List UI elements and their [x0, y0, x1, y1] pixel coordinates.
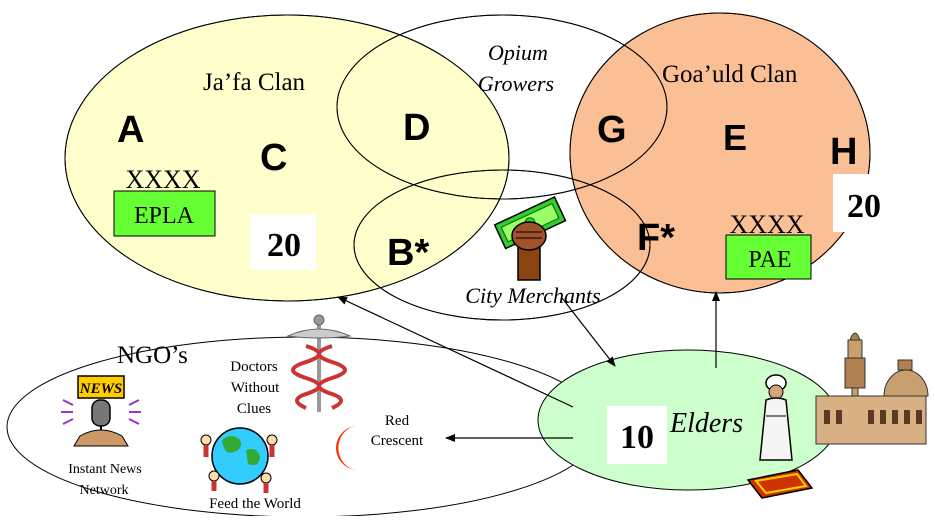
instant-news-label-line2: Network: [80, 483, 129, 498]
goauld-count: 20: [847, 188, 881, 225]
epla-label: EPLA: [134, 203, 195, 229]
member-a: A: [117, 109, 144, 151]
elders-count-box: [607, 406, 667, 464]
news-sign-text: NEWS: [79, 381, 123, 397]
member-d: D: [403, 107, 430, 149]
ngos-label: NGO’s: [117, 342, 188, 369]
feed-the-world-label: Feed the World: [209, 496, 301, 512]
jafa-clan-outline: [64, 14, 510, 302]
opium-growers-label-line1: Opium: [488, 40, 548, 65]
city-merchants-label: City Merchants: [465, 283, 600, 308]
elder-praying-icon: [746, 374, 814, 499]
goauld-clan-label: Goa’uld Clan: [662, 61, 798, 88]
member-c: C: [260, 137, 287, 179]
member-h: H: [830, 131, 857, 173]
opium-growers-outline: [336, 14, 668, 200]
red-crescent-label-line1: Red: [385, 413, 410, 429]
red-crescent-label-line2: Crescent: [371, 433, 424, 449]
member-e: E: [723, 117, 747, 158]
pae-label: PAE: [748, 247, 791, 273]
globe-people-icon: [200, 427, 278, 493]
elders-label: Elders: [669, 408, 743, 439]
epla-badge: [113, 190, 216, 237]
jafa-clan-label: Ja’fa Clan: [203, 69, 306, 96]
member-b: B*: [387, 232, 429, 274]
goauld-count-box: [833, 174, 893, 232]
caduceus-icon: [286, 314, 352, 412]
doctors-label-line1: Doctors: [230, 359, 278, 375]
mosque-icon: [815, 332, 929, 445]
goauld-clan-outline: [569, 12, 871, 294]
arrow-merchants-to-elders: [561, 297, 616, 367]
epla-marks: XXXX: [125, 165, 200, 194]
jafa-count-box: [250, 214, 316, 270]
goauld-clan-ellipse: [569, 12, 871, 294]
arrow-elders-to-jafa: [337, 296, 574, 408]
money-fist-icon: [493, 196, 567, 281]
news-microphone-icon: NEWS: [61, 375, 141, 447]
member-f: F*: [637, 217, 675, 259]
member-g: G: [597, 109, 627, 151]
pae-badge: [725, 234, 812, 280]
city-merchants-outline: [353, 169, 651, 321]
instant-news-label-line1: Instant News: [68, 462, 142, 477]
opium-growers-label-line2: Growers: [478, 71, 554, 96]
doctors-label-line2: Without: [231, 380, 280, 396]
doctors-label-line3: Clues: [237, 401, 271, 417]
jafa-count: 20: [267, 227, 301, 264]
pae-marks: XXXX: [729, 210, 804, 239]
elders-count: 10: [620, 419, 654, 456]
